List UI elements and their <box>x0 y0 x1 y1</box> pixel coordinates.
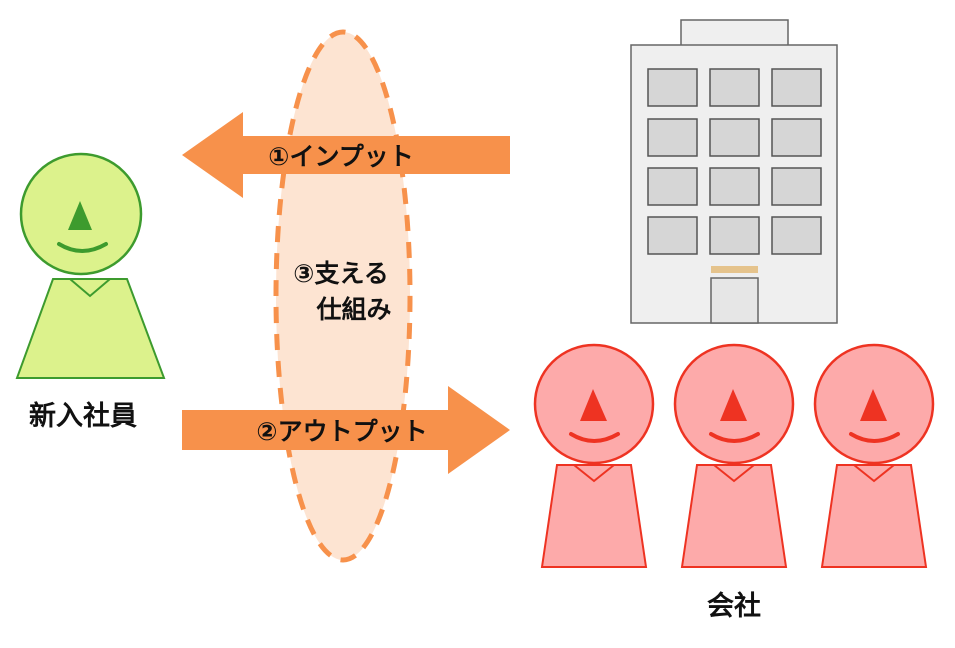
building-window <box>771 216 822 255</box>
company-staff-person-icon <box>673 343 795 568</box>
output-arrow <box>182 386 510 474</box>
building-window <box>709 167 760 206</box>
building-window <box>647 68 698 107</box>
building-window <box>709 216 760 255</box>
building-window <box>771 68 822 107</box>
building-window <box>771 167 822 206</box>
company-building-icon <box>630 19 838 324</box>
new-employee-label: 新入社員 <box>29 400 137 432</box>
building-window <box>771 118 822 157</box>
support-label-line2: 仕組み <box>315 295 391 324</box>
building-window <box>709 118 760 157</box>
building-window <box>709 68 760 107</box>
company-label: 会社 <box>707 590 761 622</box>
new-employee-person-icon <box>15 152 166 379</box>
input-arrow <box>182 112 510 198</box>
support-label-line1: ③支える <box>293 259 388 288</box>
building-window <box>647 118 698 157</box>
company-staff-person-icon <box>533 343 655 568</box>
output-label: ②アウトプット <box>256 417 427 446</box>
building-window <box>647 167 698 206</box>
company-staff-person-icon <box>813 343 935 568</box>
building-window <box>647 216 698 255</box>
input-label: ①インプット <box>268 142 413 171</box>
